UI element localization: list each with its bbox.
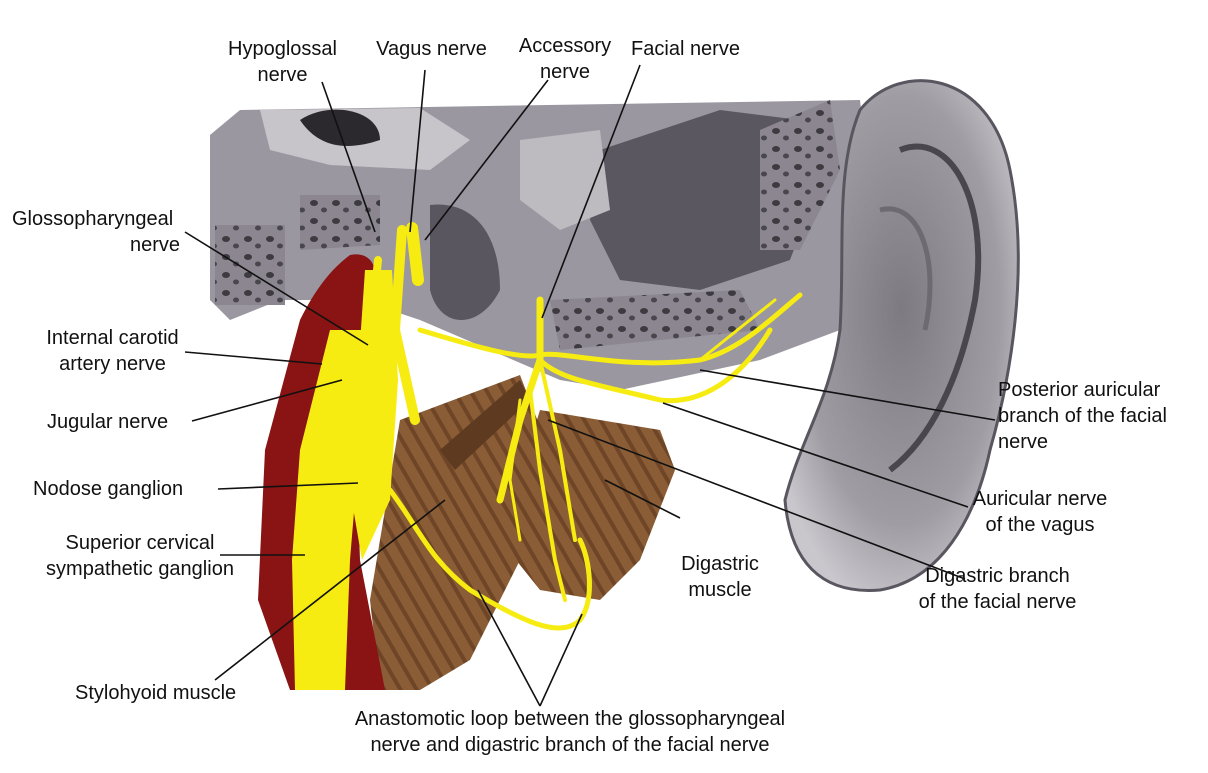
label-line: Auricular nerve [972, 488, 1108, 510]
leader-accessory [424, 79, 549, 241]
label-hypoglossal-nerve: Hypoglossal nerve [210, 36, 355, 88]
label-line: Hypoglossal [228, 38, 337, 60]
leader-posterior-auricular [699, 369, 996, 421]
label-line: nerve [129, 234, 180, 256]
label-line: branch of the facial [998, 405, 1167, 427]
nodose-ganglion [350, 270, 398, 560]
label-superior-cervical-ganglion: Superior cervical sympathetic ganglion [35, 530, 245, 582]
label-accessory-nerve: Accessory nerve [505, 33, 625, 85]
leader-jugular [191, 379, 343, 422]
label-line: Nodose ganglion [33, 478, 184, 500]
label-line: Vagus nerve [376, 38, 487, 60]
label-digastric-branch: Digastric branch of the facial nerve [895, 563, 1100, 615]
label-posterior-auricular-branch: Posterior auricular branch of the facial… [998, 377, 1167, 455]
skull-base [210, 100, 870, 390]
label-stylohyoid-muscle: Stylohyoid muscle [75, 680, 236, 706]
label-line: artery nerve [59, 353, 166, 375]
label-auricular-nerve-vagus: Auricular nerve of the vagus [955, 486, 1125, 538]
leader-auricular-vagus [662, 402, 969, 508]
leader-nodose [217, 482, 359, 490]
leader-digastric-muscle [604, 479, 681, 519]
leader-glossopharyngeal [184, 231, 369, 346]
label-line: nerve and digastric branch of the facial… [370, 734, 770, 756]
label-line: Digastric branch [925, 565, 1070, 587]
label-line: nerve [539, 61, 591, 83]
leader-anastomotic-2 [539, 613, 583, 707]
label-line: Digastric [681, 553, 759, 575]
label-nodose-ganglion: Nodose ganglion [33, 476, 183, 502]
label-line: Glossopharyngeal [12, 208, 174, 230]
label-facial-nerve: Facial nerve [618, 36, 753, 62]
superior-cervical-ganglion [292, 330, 375, 690]
label-glossopharyngeal-nerve: Glossopharyngeal nerve [0, 206, 200, 258]
leader-digastric-branch [547, 419, 966, 580]
stylohyoid-muscle [370, 375, 545, 690]
ear [783, 79, 1020, 592]
leader-anastomotic-1 [477, 589, 541, 707]
label-internal-carotid-artery-nerve: Internal carotid artery nerve [25, 325, 200, 377]
leader-stylohyoid [214, 499, 446, 681]
digastric-muscle [500, 410, 675, 600]
label-line: Accessory [518, 35, 612, 57]
leader-lines [184, 64, 996, 707]
label-line: of the vagus [985, 514, 1095, 536]
label-line: sympathetic ganglion [46, 558, 234, 580]
leader-hypoglossal [321, 81, 376, 233]
label-line: Stylohyoid muscle [75, 682, 237, 704]
label-line: Facial nerve [631, 38, 740, 60]
label-line: of the facial nerve [918, 591, 1077, 613]
label-digastric-muscle: Digastric muscle [660, 551, 780, 603]
label-line: Anastomotic loop between the glossophary… [354, 708, 786, 730]
nerves [292, 222, 803, 690]
label-jugular-nerve: Jugular nerve [47, 409, 168, 435]
label-line: nerve [257, 64, 308, 86]
label-line: Posterior auricular [998, 379, 1161, 401]
label-line: nerve [998, 431, 1049, 453]
label-line: Superior cervical [65, 532, 215, 554]
label-line: Internal carotid [46, 327, 179, 349]
label-vagus-nerve: Vagus nerve [364, 36, 499, 62]
label-anastomotic-loop: Anastomotic loop between the glossophary… [325, 706, 815, 758]
leader-internal-carotid [184, 351, 323, 365]
label-line: Jugular nerve [47, 411, 169, 433]
label-line: muscle [688, 579, 752, 601]
leader-vagus [409, 69, 426, 233]
leader-facial [541, 64, 641, 319]
